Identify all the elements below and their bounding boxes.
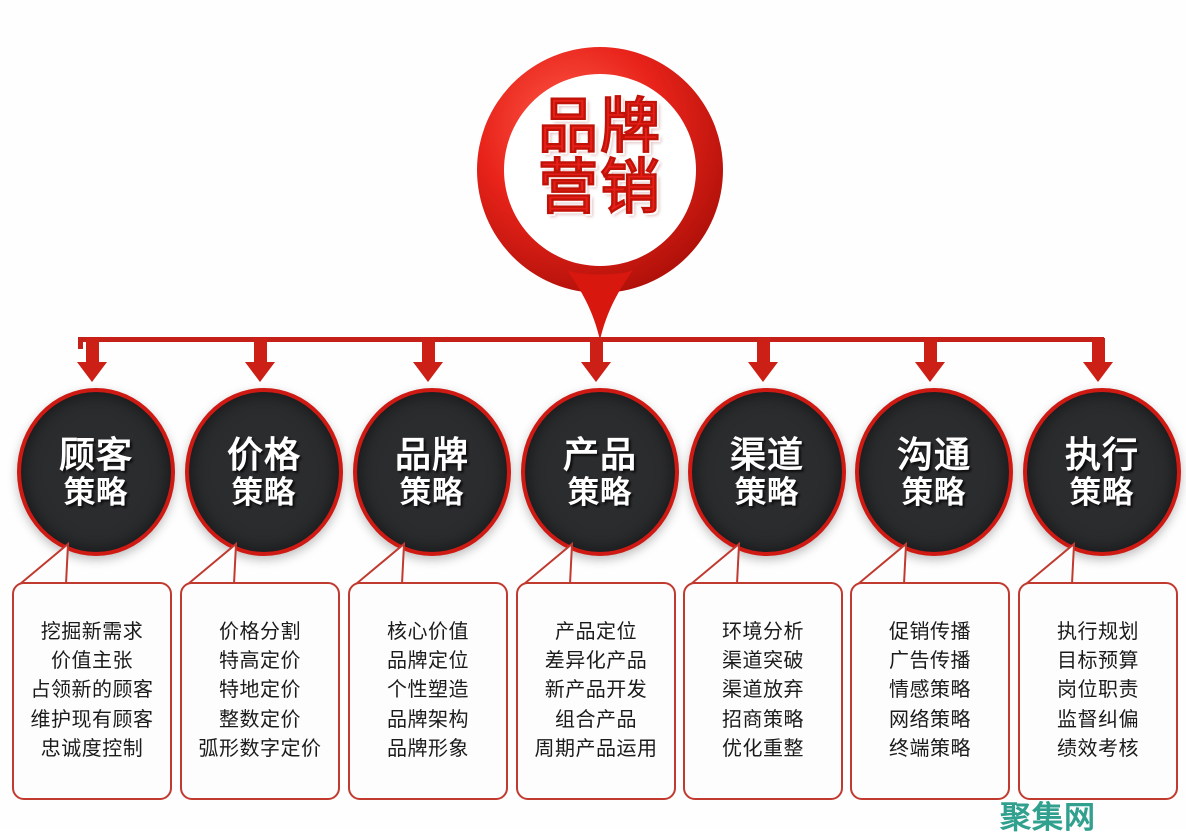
callout-tail-3	[355, 540, 426, 586]
detail-item: 招商策略	[722, 708, 804, 731]
detail-item: 环境分析	[722, 621, 804, 644]
callout-tail-5	[690, 540, 761, 586]
detail-item: 广告传播	[889, 650, 971, 673]
strategy-circle-6-line1: 沟通	[896, 433, 971, 475]
callout-tail-6	[857, 540, 928, 586]
detail-item: 网络策略	[889, 708, 971, 731]
detail-item: 特地定价	[219, 679, 301, 702]
detail-box-1[interactable]: 挖掘新需求 价值主张 占领新的顾客 维护现有顾客 忠诚度控制	[12, 582, 172, 800]
strategy-circle-5-line1: 渠道	[729, 433, 804, 475]
strategy-circle-6-line2: 策略	[901, 474, 966, 510]
detail-box-6[interactable]: 促销传播 广告传播 情感策略 网络策略 终端策略	[850, 582, 1010, 800]
strategy-circle-3-line2: 策略	[399, 474, 464, 510]
strategy-circle-3-line1: 品牌	[394, 433, 469, 475]
detail-item: 周期产品运用	[534, 737, 658, 760]
strategy-circle-7-label: 执行 策略	[1064, 433, 1139, 510]
callout-tail-7	[1025, 540, 1096, 586]
detail-box-7[interactable]: 执行规划 目标预算 岗位职责 监督纠偏 绩效考核	[1018, 582, 1178, 800]
detail-item: 特高定价	[219, 650, 301, 673]
strategy-circle-1-line1: 顾客	[58, 433, 133, 475]
detail-item: 整数定价	[219, 708, 301, 731]
detail-box-5[interactable]: 环境分析 渠道突破 渠道放弃 招商策略 优化重整	[683, 582, 843, 800]
detail-item: 目标预算	[1057, 650, 1139, 673]
watermark: 聚集网	[1000, 800, 1096, 835]
detail-item: 优化重整	[722, 737, 804, 760]
strategy-circle-2-label: 价格 策略	[226, 433, 301, 510]
detail-box-2[interactable]: 价格分割 特高定价 特地定价 整数定价 弧形数字定价	[180, 582, 340, 800]
strategy-circle-5-line2: 策略	[734, 474, 799, 510]
detail-item: 绩效考核	[1057, 737, 1139, 760]
strategy-circle-2-line1: 价格	[226, 433, 301, 475]
strategy-circle-4[interactable]: 产品 策略	[521, 388, 679, 556]
strategy-circle-3[interactable]: 品牌 策略	[353, 388, 511, 556]
central-node-label-line2: 营销	[538, 154, 662, 222]
strategy-circle-7-line1: 执行	[1064, 433, 1139, 475]
strategy-circle-3-label: 品牌 策略	[394, 433, 469, 510]
detail-box-4[interactable]: 产品定位 差异化产品 新产品开发 组合产品 周期产品运用	[516, 582, 676, 800]
strategy-circle-4-line1: 产品	[562, 433, 637, 475]
detail-item: 产品定位	[555, 621, 637, 644]
detail-item: 忠诚度控制	[40, 737, 144, 760]
strategy-circle-4-label: 产品 策略	[562, 433, 637, 510]
strategy-circle-1-label: 顾客 策略	[58, 433, 133, 510]
detail-item: 渠道突破	[722, 650, 804, 673]
detail-item: 差异化产品	[544, 650, 648, 673]
detail-item: 促销传播	[889, 621, 971, 644]
detail-item: 品牌形象	[387, 737, 469, 760]
detail-item: 价值主张	[51, 650, 133, 673]
detail-item: 监督纠偏	[1057, 708, 1139, 731]
strategy-circle-1-line2: 策略	[63, 474, 128, 510]
strategy-circle-7[interactable]: 执行 策略	[1023, 388, 1181, 556]
strategy-circle-2[interactable]: 价格 策略	[185, 388, 343, 556]
bus-left-cap	[78, 337, 83, 349]
detail-item: 组合产品	[555, 708, 637, 731]
strategy-circle-5-label: 渠道 策略	[729, 433, 804, 510]
detail-item: 挖掘新需求	[40, 621, 144, 644]
detail-item: 个性塑造	[387, 679, 469, 702]
detail-item: 品牌定位	[387, 650, 469, 673]
strategy-circle-2-line2: 策略	[231, 474, 296, 510]
strategy-circle-6-label: 沟通 策略	[896, 433, 971, 510]
central-node-label-line1: 品牌	[538, 93, 662, 160]
central-node-brand-marketing: 品牌 营销	[455, 18, 745, 348]
strategy-circle-6[interactable]: 沟通 策略	[855, 388, 1013, 556]
detail-item: 新产品开发	[544, 679, 648, 702]
detail-item: 价格分割	[219, 621, 301, 644]
detail-item: 情感策略	[889, 679, 971, 702]
strategy-circle-1[interactable]: 顾客 策略	[17, 388, 175, 556]
callout-tail-2	[187, 540, 258, 586]
central-node-label: 品牌 营销	[455, 93, 745, 222]
map-pin-marker-icon	[477, 47, 723, 340]
detail-item: 终端策略	[889, 737, 971, 760]
detail-item: 维护现有顾客	[30, 708, 154, 731]
callout-tail-4	[523, 540, 594, 586]
callout-tail-1	[19, 540, 90, 586]
detail-item: 占领新的顾客	[30, 679, 154, 702]
strategy-circle-4-line2: 策略	[567, 474, 632, 510]
detail-item: 执行规划	[1057, 621, 1139, 644]
detail-item: 核心价值	[387, 621, 469, 644]
detail-item: 弧形数字定价	[198, 737, 322, 760]
strategy-circle-7-line2: 策略	[1069, 474, 1134, 510]
detail-box-3[interactable]: 核心价值 品牌定位 个性塑造 品牌架构 品牌形象	[348, 582, 508, 800]
detail-item: 岗位职责	[1057, 679, 1139, 702]
detail-item: 渠道放弃	[722, 679, 804, 702]
strategy-circle-5[interactable]: 渠道 策略	[688, 388, 846, 556]
detail-item: 品牌架构	[387, 708, 469, 731]
